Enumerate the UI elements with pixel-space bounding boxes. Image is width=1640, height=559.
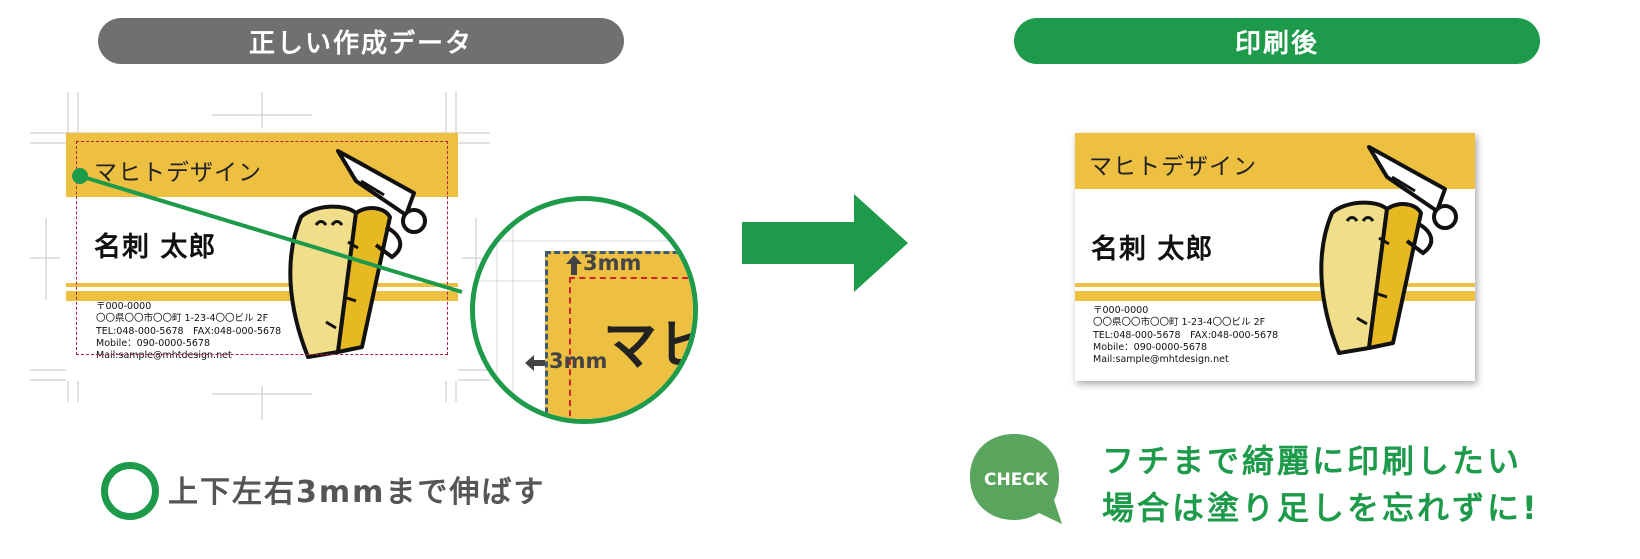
check-tip-line-1: フチまで綺麗に印刷したい [1102, 442, 1523, 480]
contact-info: 〒000-0000 〇〇県〇〇市〇〇町 1-23-4〇〇ビル 2F TEL:04… [1093, 305, 1278, 366]
postal-code: 〒000-0000 [96, 301, 152, 312]
ok-circle-icon [101, 462, 159, 520]
zoom-company-fragment: マヒ [603, 314, 693, 377]
bleed-instruction: 上下左右3mmまで伸ばす [168, 475, 546, 510]
after-print-title: 印刷後 [1234, 28, 1319, 59]
correct-data-header: 正しい作成データ [98, 18, 624, 64]
person-name: 名刺 太郎 [1091, 234, 1214, 265]
trim-line [76, 141, 448, 355]
card-stripe [66, 283, 458, 287]
postal-code: 〒000-0000 [1093, 305, 1149, 316]
mascot-pen-illustration [1319, 145, 1458, 355]
zoom-connector [72, 168, 463, 294]
phone-fax: TEL:048-000-5678 FAX:048-000-5678 [1093, 329, 1279, 341]
left-margin-label: 3mm [549, 349, 608, 373]
arrow-right-icon [742, 194, 908, 292]
card-stripe [1075, 283, 1475, 287]
contact-info: 〒000-0000 〇〇県〇〇市〇〇町 1-23-4〇〇ビル 2F TEL:04… [96, 301, 281, 362]
check-tip: フチまで綺麗に印刷したい 場合は塗り足しを忘れずに! [1102, 438, 1540, 532]
top-margin-label: 3mm [583, 251, 642, 275]
arrow-left-icon [525, 355, 545, 371]
company-name: マヒトデザイン [1089, 154, 1257, 180]
email: Mail:sample@mhtdesign.net [1093, 354, 1229, 366]
mobile: Mobile：090-0000-5678 [1093, 341, 1208, 353]
card-stripe [66, 291, 458, 301]
zoom-trim-edge [569, 277, 693, 419]
card-stripe [1075, 291, 1475, 301]
email: Mail:sample@mhtdesign.net [96, 350, 232, 362]
check-speech-bubble-icon [970, 434, 1062, 524]
mascot-pen-illustration [288, 149, 427, 359]
mobile: Mobile：090-0000-5678 [96, 337, 211, 349]
check-tip-line-2: 場合は塗り足しを忘れずに! [1102, 489, 1540, 527]
zoom-magnifier: マヒ 3mm 3mm [470, 196, 698, 424]
person-name: 名刺 太郎 [94, 232, 217, 263]
printed-card: マヒトデザイン 名刺 太郎 〒000-0000 〇〇県〇〇市〇〇町 1-23-4… [1075, 133, 1475, 381]
after-print-header: 印刷後 [1014, 18, 1540, 64]
address: 〇〇県〇〇市〇〇町 1-23-4〇〇ビル 2F [1093, 317, 1266, 329]
design-card: マヒトデザイン 名刺 太郎 〒000-0000 〇〇県〇〇市〇〇町 1-23-4… [66, 133, 458, 381]
zoom-bleed-edge [545, 251, 693, 419]
check-badge-label: CHECK [984, 470, 1048, 490]
phone-fax: TEL:048-000-5678 FAX:048-000-5678 [96, 325, 282, 337]
correct-data-title: 正しい作成データ [248, 28, 473, 59]
address: 〇〇県〇〇市〇〇町 1-23-4〇〇ビル 2F [96, 313, 269, 325]
company-name: マヒトデザイン [94, 160, 262, 186]
arrow-up-icon [566, 255, 582, 275]
